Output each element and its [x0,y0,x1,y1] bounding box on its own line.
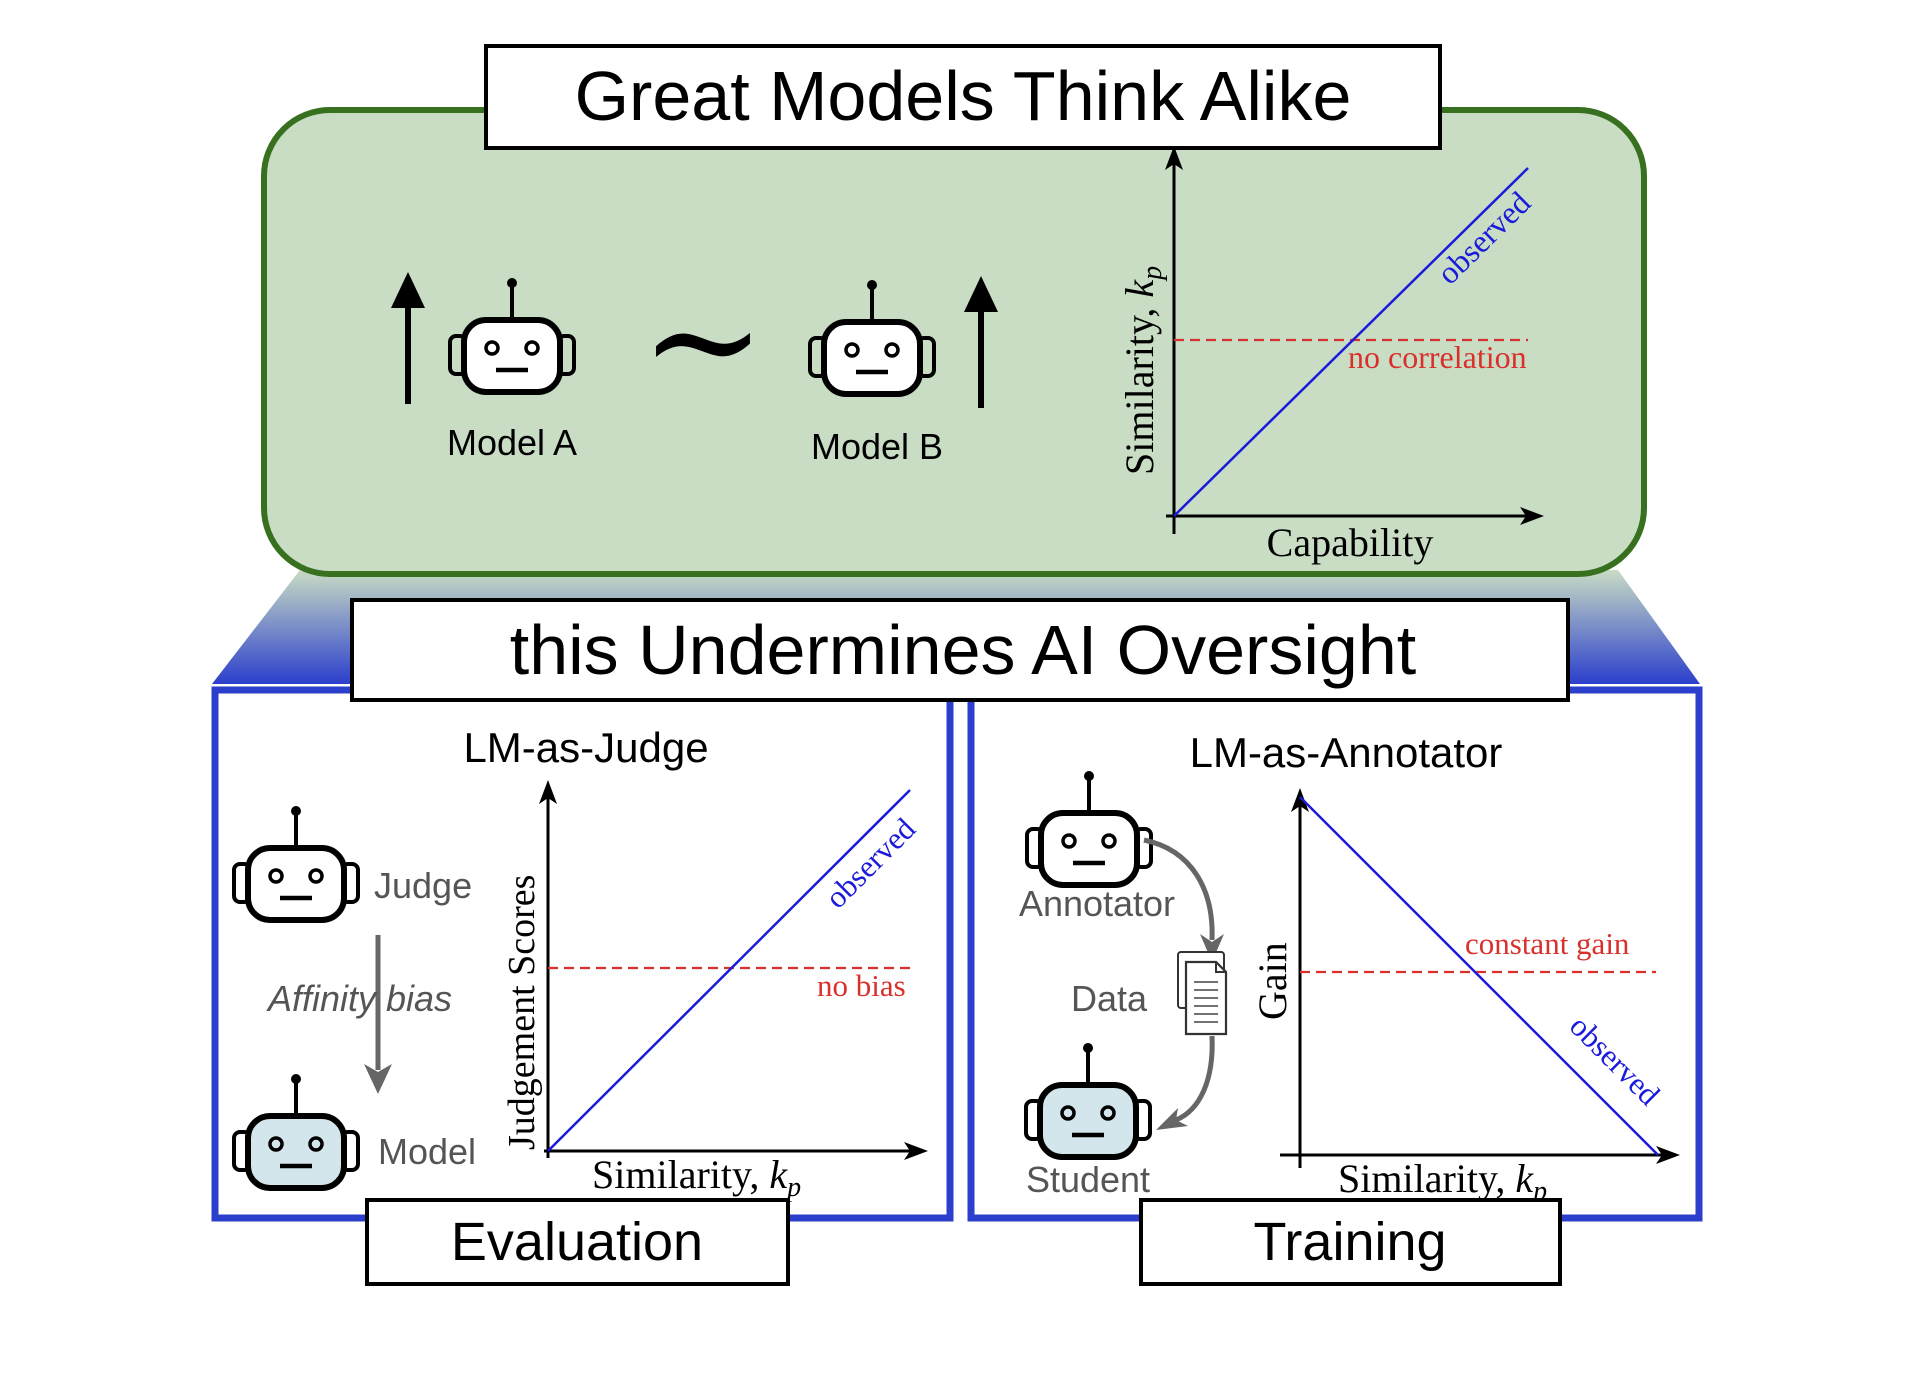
evaluation-chart-title: LM-as-Judge [463,724,708,771]
baseline-label: no correlation [1348,339,1527,375]
y-axis-arrowhead [1165,146,1183,170]
model-b-group: Model B [810,276,998,467]
y-axis-label-sub: p [1137,266,1168,282]
evaluation-footer-box [365,1198,790,1286]
x-axis-arrowhead [904,1142,928,1160]
training-chart-title: LM-as-Annotator [1190,729,1503,776]
observed-line [547,789,911,1152]
judge-label: Judge [374,865,472,906]
judge-score-chart: observed no bias Judgement Scores Simila… [501,780,928,1203]
x-axis-label-sub: p [785,1172,801,1203]
x-axis-label: Similarity, kp [592,1152,801,1203]
y-axis-label-text: Similarity, [1117,298,1162,475]
y-axis-label: Gain [1250,942,1295,1020]
similar-tilde: ∼ [640,259,766,425]
middle-title-box [350,598,1570,702]
student-label: Student [1026,1159,1150,1200]
arrow-head-icon [1200,934,1224,962]
middle-title: this Undermines AI Oversight [510,611,1416,689]
arrow-head-icon [391,272,425,308]
top-section: Great Models Think Alike Model A ∼ Model… [212,44,1700,684]
observed-line [1299,796,1659,1156]
baseline-label: no bias [817,968,906,1003]
training-footer-box [1139,1198,1562,1286]
observed-line [1173,167,1529,517]
x-axis-label-var: k [1515,1156,1534,1201]
y-axis-label: Similarity, kp [1117,266,1168,475]
x-axis-label-text: Similarity, [592,1152,769,1197]
middle-section: this Undermines AI Oversight [350,598,1570,702]
top-title: Great Models Think Alike [575,57,1352,135]
evaluation-footer: Evaluation [451,1212,703,1272]
arrow-head-icon [1156,1108,1188,1130]
y-axis-label-var: k [1117,279,1162,298]
training-footer: Training [1253,1212,1446,1272]
model-b-label: Model B [811,426,943,467]
data-to-student-arrow [1174,1035,1215,1123]
annotator-to-data-arrow [1143,837,1215,941]
evaluation-section: LM-as-Judge Judge Affinity bias Model ob… [211,686,954,1286]
affinity-bias-arrowhead-icon [364,1064,392,1094]
affinity-bias-label: Affinity bias [266,978,452,1019]
x-axis-label-var: k [769,1152,788,1197]
model-a-group: Model A [391,272,577,463]
training-section: LM-as-Annotator Annotator Data Student [967,686,1703,1286]
annotator-label: Annotator [1019,883,1175,924]
capability-similarity-chart: observed no correlation Capability Simil… [1117,146,1544,565]
baseline-label: constant gain [1465,926,1630,961]
model-a-label: Model A [447,422,577,463]
x-axis-label: Capability [1267,520,1434,565]
data-label: Data [1071,978,1148,1019]
top-title-box [484,44,1442,150]
arrow-head-icon [964,276,998,312]
y-axis-label: Judgement Scores [501,875,543,1150]
y-axis-arrowhead [1291,788,1309,812]
x-axis-arrowhead [1656,1146,1680,1164]
y-axis-arrowhead [539,780,557,804]
data-document-icon [1177,951,1228,1036]
x-axis-label-text: Similarity, [1338,1156,1515,1201]
x-axis-arrowhead [1520,507,1544,525]
model-label: Model [378,1131,476,1172]
